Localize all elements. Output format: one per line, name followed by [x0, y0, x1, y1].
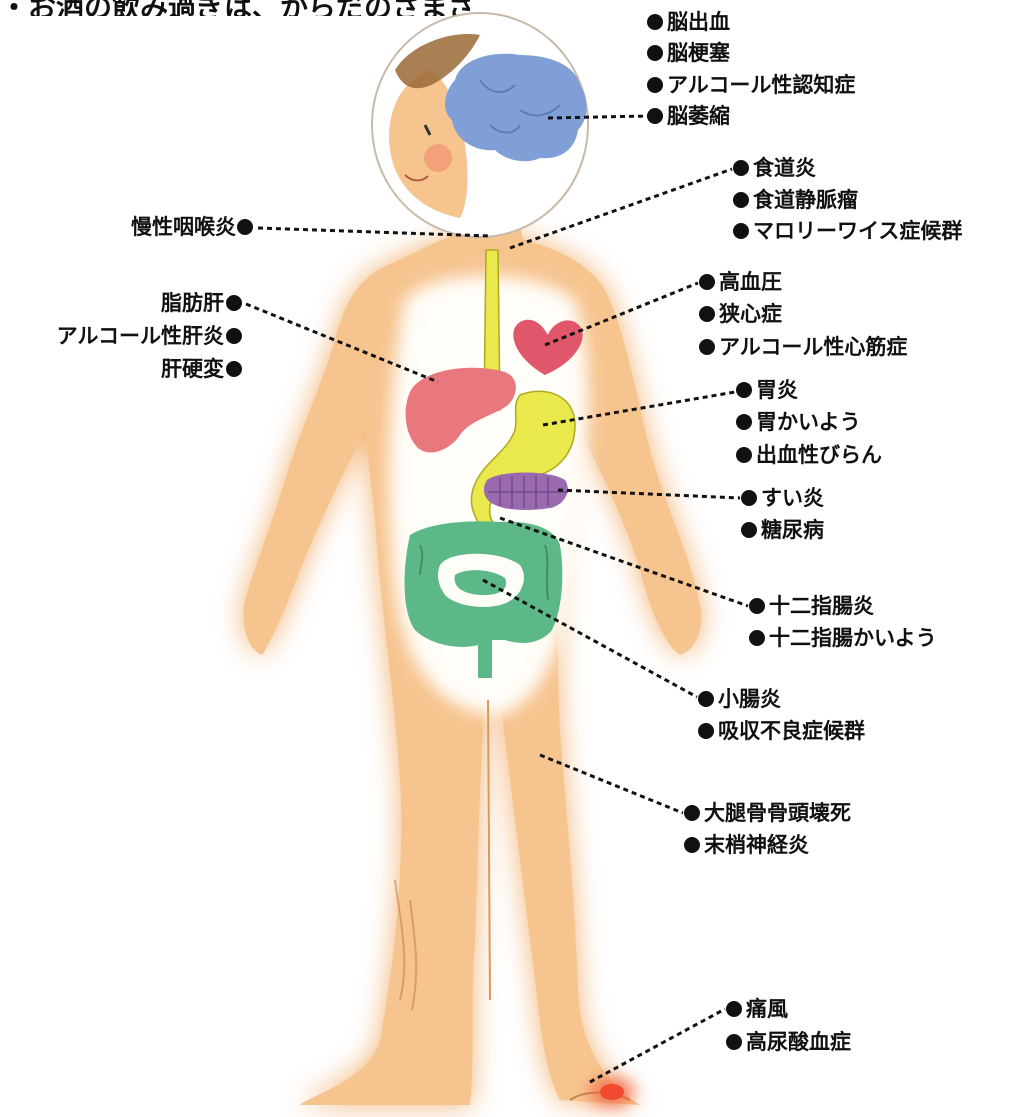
label-esophagus-1: 食道静脈瘤: [753, 188, 858, 212]
label-brain-0: 脳出血: [667, 10, 730, 34]
pancreas-icon: [484, 473, 568, 511]
label-duodenum-1: 十二指腸かいよう: [769, 626, 937, 650]
label-esophagus-2: マロリーワイス症候群: [753, 219, 962, 243]
label-group-brain: 脳出血 脳梗塞 アルコール性認知症 脳萎縮: [647, 10, 855, 128]
label-liver-2: 肝硬変: [161, 357, 224, 381]
label-stomach-2: 出血性びらん: [756, 443, 882, 467]
label-foot-0: 痛風: [746, 997, 788, 1021]
label-liver-0: 脂肪肝: [161, 291, 224, 315]
label-esophagus-0: 食道炎: [753, 156, 816, 180]
label-brain-2: アルコール性認知症: [667, 73, 855, 97]
label-group-pharynx: 慢性咽喉炎: [131, 215, 253, 239]
label-pharynx-0: 慢性咽喉炎: [131, 215, 236, 239]
label-stomach-0: 胃炎: [756, 378, 798, 402]
label-bone-nerve-1: 末梢神経炎: [704, 833, 809, 857]
label-small-intestine-1: 吸収不良症候群: [718, 719, 865, 743]
label-brain-1: 脳梗塞: [667, 41, 731, 65]
label-group-bone-nerve: 大腿骨骨頭壊死 末梢神経炎: [684, 801, 851, 857]
label-heart-2: アルコール性心筋症: [719, 335, 907, 359]
label-group-heart: 高血圧 狭心症 アルコール性心筋症: [699, 270, 907, 359]
label-bone-nerve-0: 大腿骨骨頭壊死: [704, 801, 851, 825]
label-duodenum-0: 十二指腸炎: [769, 594, 874, 618]
label-heart-1: 狭心症: [718, 302, 782, 326]
label-group-stomach: 胃炎 胃かいよう 出血性びらん: [736, 378, 882, 467]
label-group-small-intestine: 小腸炎 吸収不良症候群: [698, 687, 865, 743]
inflamed-toe-icon: [590, 1078, 634, 1106]
label-liver-1: アルコール性肝炎: [57, 324, 224, 348]
label-heart-0: 高血圧: [719, 270, 782, 294]
label-group-pancreas: すい炎 糖尿病: [741, 486, 824, 542]
label-pancreas-0: すい炎: [761, 486, 824, 510]
label-group-duodenum: 十二指腸炎 十二指腸かいよう: [749, 594, 937, 650]
label-brain-3: 脳萎縮: [667, 104, 730, 128]
label-small-intestine-0: 小腸炎: [718, 687, 781, 711]
label-foot-1: 高尿酸血症: [746, 1030, 851, 1054]
leader-foot: [590, 1009, 725, 1082]
label-group-foot: 痛風 高尿酸血症: [726, 997, 851, 1054]
label-group-liver: 脂肪肝 アルコール性肝炎 肝硬変: [57, 291, 242, 381]
label-group-esophagus: 食道炎 食道静脈瘤 マロリーワイス症候群: [733, 156, 962, 243]
label-stomach-1: 胃かいよう: [756, 410, 861, 434]
label-pancreas-1: 糖尿病: [761, 518, 824, 542]
